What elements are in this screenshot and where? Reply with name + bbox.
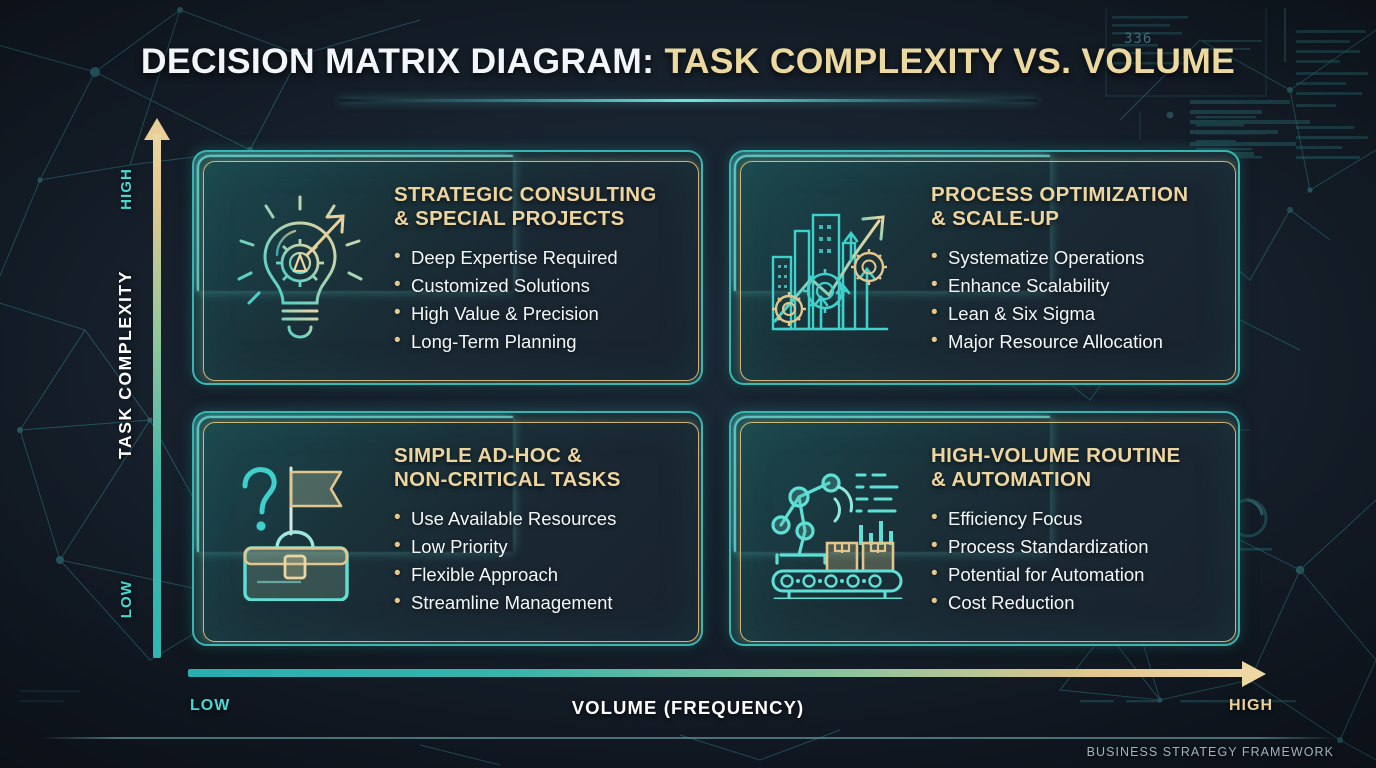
y-axis-low-label: LOW [118, 580, 135, 619]
footer-caption: BUSINESS STRATEGY FRAMEWORK [1086, 745, 1334, 759]
quadrant-card-simple-adhoc[interactable]: SIMPLE AD-HOC & NON-CRITICAL TASKS Use A… [192, 411, 703, 646]
title-primary: DECISION MATRIX DIAGRAM: [140, 41, 655, 81]
quadrant-title: SIMPLE AD-HOC & NON-CRITICAL TASKS [394, 443, 621, 491]
x-axis-high-label: HIGH [1229, 697, 1273, 714]
bullet-item: Use Available Resources [394, 504, 685, 533]
toolbox-question-flag-icon [212, 427, 388, 630]
quadrant-bullet-list: Efficiency Focus Process Standardization… [931, 504, 1222, 617]
y-axis-title: TASK COMPLEXITY [115, 270, 135, 459]
bullet-item: Lean & Six Sigma [931, 299, 1222, 328]
quadrant-title: STRATEGIC CONSULTING & SPECIAL PROJECTS [394, 182, 657, 230]
x-axis-title: VOLUME (FREQUENCY) [571, 697, 805, 718]
y-axis-shaft [153, 134, 161, 658]
bullet-item: Enhance Scalability [931, 271, 1222, 300]
bullet-item: Potential for Automation [931, 560, 1222, 589]
bullet-item: Streamline Management [394, 588, 685, 617]
bullet-item: Customized Solutions [394, 271, 685, 300]
lightbulb-gear-arrow-icon [212, 166, 388, 369]
quadrant-title: PROCESS OPTIMIZATION & SCALE-UP [931, 182, 1189, 230]
y-axis-high-label: HIGH [118, 168, 135, 210]
title-accent: TASK COMPLEXITY VS. VOLUME [664, 41, 1236, 81]
quadrant-card-high-volume-routine[interactable]: HIGH-VOLUME ROUTINE & AUTOMATION Efficie… [729, 411, 1240, 646]
bullet-item: High Value & Precision [394, 299, 685, 328]
city-gears-growth-chart-icon [749, 166, 925, 369]
quadrant-card-process-optimization[interactable]: PROCESS OPTIMIZATION & SCALE-UP Systemat… [729, 150, 1240, 385]
footer-divider [40, 737, 1336, 739]
bullet-item: Low Priority [394, 532, 685, 561]
bullet-item: Long-Term Planning [394, 327, 685, 356]
bullet-item: Process Standardization [931, 532, 1222, 561]
decision-matrix-grid: STRATEGIC CONSULTING & SPECIAL PROJECTS … [192, 150, 1240, 653]
quadrant-bullet-list: Systematize Operations Enhance Scalabili… [931, 243, 1222, 356]
x-axis-shaft [188, 669, 1244, 677]
x-axis-arrowhead [1242, 661, 1266, 687]
bullet-item: Deep Expertise Required [394, 243, 685, 272]
title-underline-accent [339, 99, 1037, 102]
quadrant-title: HIGH-VOLUME ROUTINE & AUTOMATION [931, 443, 1181, 491]
quadrant-bullet-list: Deep Expertise Required Customized Solut… [394, 243, 685, 356]
x-axis-arrow [188, 661, 1266, 687]
x-axis-low-label: LOW [190, 697, 231, 714]
bullet-item: Efficiency Focus [931, 504, 1222, 533]
bullet-item: Flexible Approach [394, 560, 685, 589]
bullet-item: Systematize Operations [931, 243, 1222, 272]
y-axis-arrow [144, 118, 170, 658]
bullet-item: Major Resource Allocation [931, 327, 1222, 356]
robot-arm-conveyor-icon [749, 427, 925, 630]
bullet-item: Cost Reduction [931, 588, 1222, 617]
page-title: DECISION MATRIX DIAGRAM: TASK COMPLEXITY… [0, 41, 1376, 81]
quadrant-card-strategic-consulting[interactable]: STRATEGIC CONSULTING & SPECIAL PROJECTS … [192, 150, 703, 385]
quadrant-bullet-list: Use Available Resources Low Priority Fle… [394, 504, 685, 617]
